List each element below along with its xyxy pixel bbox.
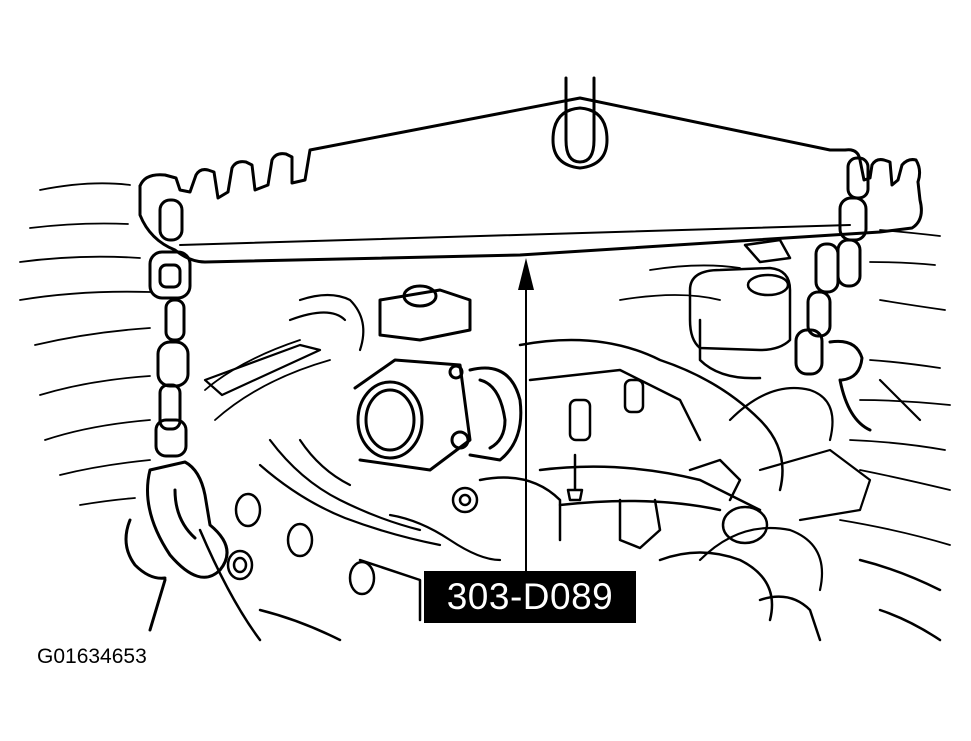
hoses-harness bbox=[203, 293, 922, 592]
throttle-body bbox=[353, 284, 523, 472]
left-chain bbox=[124, 198, 229, 632]
spreader-bar bbox=[138, 76, 923, 264]
bolts bbox=[198, 492, 422, 642]
tool-callout-label: 303-D089 bbox=[424, 571, 636, 623]
callout-arrow bbox=[518, 258, 534, 572]
intake-manifold bbox=[451, 338, 784, 550]
right-chain bbox=[794, 156, 872, 432]
lower-right-components bbox=[658, 505, 942, 642]
figure-id: G01634653 bbox=[37, 645, 147, 668]
reservoir bbox=[688, 238, 792, 380]
